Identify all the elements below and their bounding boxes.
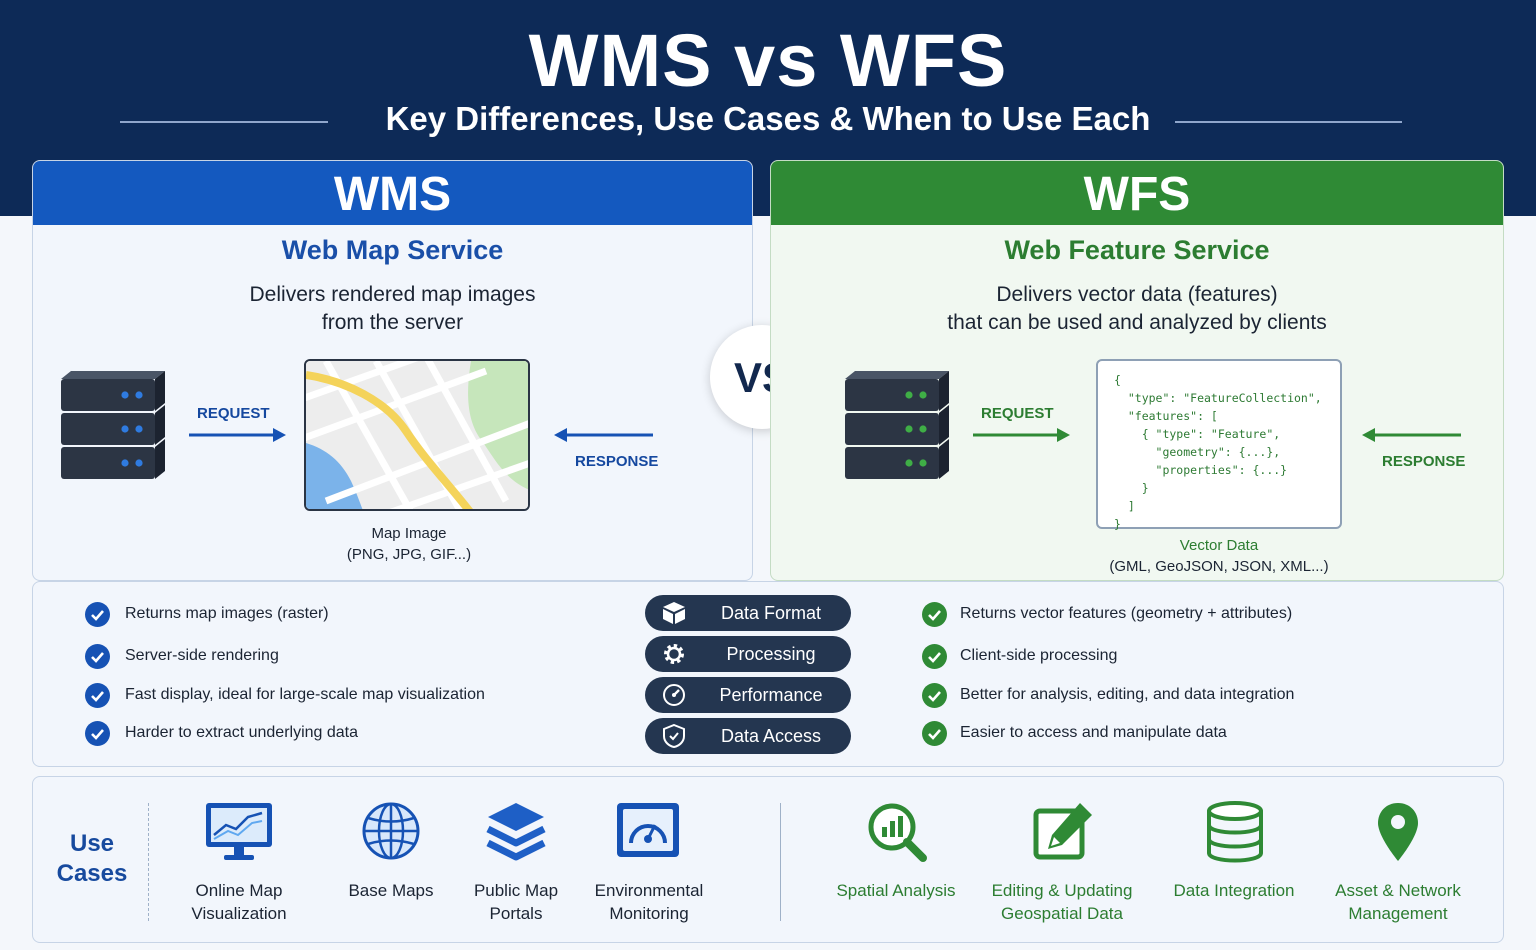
wms-description-line2: from the server [321, 311, 464, 334]
subtitle-divider-right [1175, 121, 1402, 123]
wfs-point: Client-side processing [960, 647, 1118, 664]
wms-description-line1: Delivers rendered map images [249, 283, 536, 306]
use-cases-title-line2: Cases [56, 860, 128, 887]
cube-icon [663, 602, 685, 624]
wfs-geojson-sample: { "type": "FeatureCollection", "features… [1096, 359, 1342, 531]
map-thumbnail-icon [306, 361, 528, 509]
wms-point: Fast display, ideal for large-scale map … [125, 686, 485, 703]
edit-icon [1033, 803, 1092, 860]
category-pill-data-access: Data Access [645, 718, 851, 754]
category-label: Processing [726, 644, 816, 664]
layers-icon [486, 803, 546, 861]
wms-panel-heading: WMS [33, 161, 752, 225]
wfs-point: Better for analysis, editing, and data i… [960, 686, 1295, 703]
use-case-label: Spatial Analysis [836, 881, 956, 900]
check-icon [85, 602, 110, 627]
check-icon [922, 602, 947, 627]
wfs-point: Easier to access and manipulate data [960, 724, 1227, 741]
magnifier-chart-icon [868, 803, 927, 862]
use-case-label: Base Maps [348, 881, 434, 900]
wms-response-label: RESPONSE [575, 453, 659, 470]
check-icon [85, 644, 110, 669]
globe-icon [362, 802, 420, 860]
map-pin-icon [1378, 803, 1418, 861]
wms-map-image [304, 359, 530, 511]
category-pill-processing: Processing [645, 636, 851, 672]
wms-server-icon [61, 371, 165, 479]
use-cases-divider [148, 803, 149, 921]
wfs-output-formats: (GML, GeoJSON, JSON, XML...) [1109, 558, 1329, 575]
wms-request-arrow [189, 428, 286, 442]
wms-request-label: REQUEST [197, 405, 270, 422]
page-subtitle: Key Differences, Use Cases & When to Use… [385, 100, 1151, 137]
wms-point: Returns map images (raster) [125, 605, 329, 622]
shield-icon [663, 724, 685, 748]
wfs-response-arrow [1362, 428, 1461, 442]
wms-point: Harder to extract underlying data [125, 724, 359, 741]
wfs-full-name: Web Feature Service [1004, 235, 1270, 265]
wms-panel: WMS Web Map Service Delivers rendered ma… [32, 160, 753, 581]
wms-point: Server-side rendering [125, 647, 279, 664]
wms-output-title: Map Image [371, 525, 447, 542]
category-pill-performance: Performance [645, 677, 851, 713]
use-cases-title: Use Cases [47, 829, 137, 889]
monitor-chart-icon [206, 803, 272, 860]
category-label: Data Access [720, 726, 822, 746]
wfs-description-line2: that can be used and analyzed by clients [947, 311, 1327, 334]
wfs-panel: WFS Web Feature Service Delivers vector … [770, 160, 1504, 581]
comparison-section: Returns map images (raster) Server-side … [32, 581, 1504, 767]
use-cases-middle-divider [780, 803, 781, 921]
category-label: Data Format [720, 603, 822, 623]
check-icon [922, 721, 947, 746]
wfs-point: Returns vector features (geometry + attr… [960, 605, 1293, 622]
wfs-request-arrow [973, 428, 1070, 442]
wfs-description-line1: Delivers vector data (features) [996, 283, 1278, 306]
check-icon [922, 644, 947, 669]
wms-full-name: Web Map Service [281, 235, 504, 265]
category-pill-data-format: Data Format [645, 595, 851, 631]
subtitle-divider-left [120, 121, 328, 123]
database-icon [1207, 801, 1263, 863]
dashboard-icon [617, 803, 679, 857]
wfs-panel-heading: WFS [771, 161, 1503, 225]
use-cases-title-line1: Use [69, 830, 115, 857]
page-title: WMS vs WFS [528, 19, 1008, 102]
use-case-label: Data Integration [1173, 881, 1295, 900]
wfs-output-title: Vector Data [1179, 537, 1259, 554]
wms-output-formats: (PNG, JPG, GIF...) [346, 546, 472, 563]
wfs-server-icon [845, 371, 949, 479]
check-icon [85, 683, 110, 708]
gear-icon [664, 644, 684, 664]
wfs-response-label: RESPONSE [1382, 453, 1466, 470]
category-label: Performance [719, 685, 823, 705]
wfs-request-label: REQUEST [981, 405, 1054, 422]
gauge-icon [663, 684, 685, 706]
check-icon [922, 683, 947, 708]
wms-response-arrow [554, 428, 653, 442]
check-icon [85, 721, 110, 746]
